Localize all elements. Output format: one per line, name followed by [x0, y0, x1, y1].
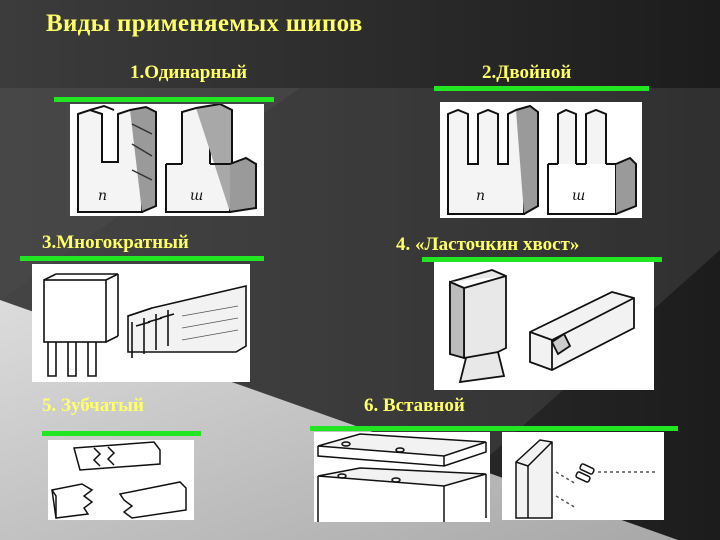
dovetail-tenon-image — [434, 262, 654, 390]
slide-title: Виды применяемых шипов — [46, 10, 363, 37]
single-tenon-mark-p: п — [98, 188, 107, 204]
inserted-tenon-image-1 — [314, 432, 490, 522]
double-tenon-mark-p: п — [476, 188, 485, 204]
underline-double-tenon — [434, 86, 649, 91]
label-finger-tenon: 5. Зубчатый — [42, 395, 144, 416]
underline-multiple-tenon — [20, 256, 264, 261]
underline-finger-tenon — [42, 431, 201, 436]
single-tenon-mark-sh: ш — [190, 188, 203, 204]
underline-dovetail-tenon — [422, 257, 662, 262]
label-dovetail-tenon: 4. «Ласточкин хвост» — [396, 234, 580, 255]
underline-single-tenon — [54, 97, 274, 102]
finger-tenon-image — [48, 440, 194, 520]
single-tenon-image: п ш — [70, 104, 264, 216]
multiple-tenon-image — [32, 264, 250, 382]
label-inserted-tenon: 6. Вставной — [364, 395, 465, 416]
double-tenon-mark-sh: ш — [572, 188, 585, 204]
label-double-tenon: 2.Двойной — [482, 62, 572, 83]
label-multiple-tenon: 3.Многократный — [42, 232, 189, 253]
label-single-tenon: 1.Одинарный — [130, 62, 248, 83]
double-tenon-image: п ш — [440, 102, 642, 218]
underline-inserted-tenon — [310, 426, 678, 431]
inserted-tenon-image-2 — [502, 432, 664, 520]
